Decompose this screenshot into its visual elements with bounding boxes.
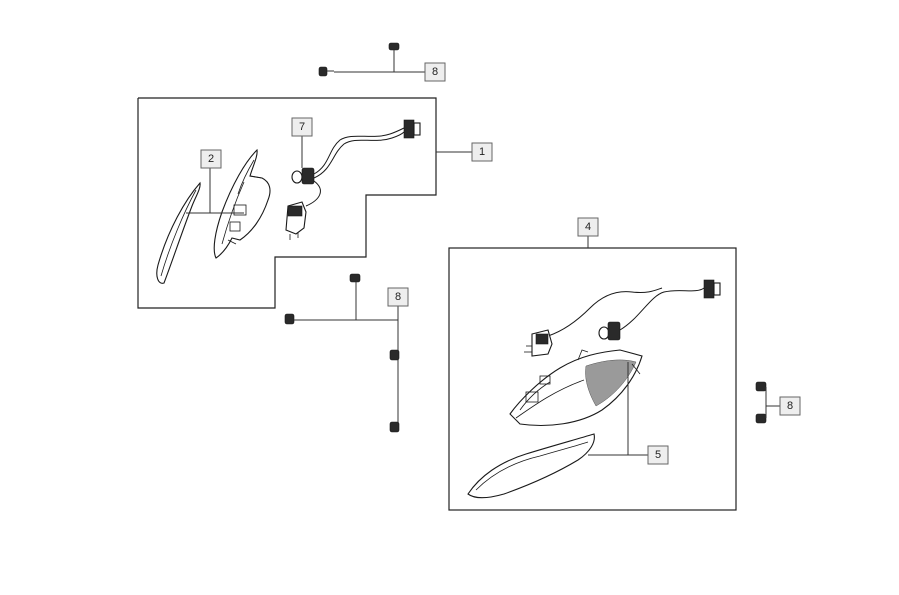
callout-8-right: 8 <box>779 396 801 416</box>
connector-plug-right <box>703 279 721 299</box>
bulb-socket-right <box>598 321 621 341</box>
lamp-housing-right <box>509 349 643 426</box>
callout-2: 2 <box>200 149 222 169</box>
callout-8-middle: 8 <box>387 287 409 307</box>
assembly-frame-4 <box>448 247 737 511</box>
lens-cover-left <box>156 181 201 284</box>
screw-mid-top <box>349 273 361 320</box>
screw-mid-lower-2 <box>389 421 400 433</box>
callout-7-label: 7 <box>299 121 305 133</box>
screw-right-top <box>755 381 767 392</box>
callout-8-middle-label: 8 <box>395 291 401 303</box>
connector-plug-left <box>403 119 421 139</box>
callout-4-label: 4 <box>585 221 591 233</box>
callout-8-top: 8 <box>424 62 446 82</box>
lens-cover-right <box>467 433 595 499</box>
screw-top-horizontal <box>318 66 334 77</box>
assembly-frame-1 <box>137 97 437 309</box>
callout-8-right-label: 8 <box>787 400 793 412</box>
wiring-harness-left <box>313 127 405 175</box>
wiring-harness-right <box>619 287 705 331</box>
callout-5-label: 5 <box>655 449 661 461</box>
screw-top-vertical <box>388 42 400 58</box>
screw-group-right <box>755 381 780 424</box>
screw-group-middle <box>284 273 400 433</box>
socket-holder-right <box>524 329 553 357</box>
callout-1: 1 <box>471 142 493 162</box>
callout-1-label: 1 <box>479 146 485 158</box>
bulb-socket-left <box>291 167 315 185</box>
callout-8-top-label: 8 <box>432 66 438 78</box>
callout-7: 7 <box>291 117 313 137</box>
screw-right-bottom <box>755 413 767 424</box>
screw-mid-left <box>284 313 398 325</box>
callout-4: 4 <box>577 217 599 237</box>
lamp-housing-left <box>213 148 271 259</box>
screw-group-top <box>318 42 425 77</box>
socket-holder-left <box>285 201 307 240</box>
callout-2-label: 2 <box>208 153 214 165</box>
screw-mid-lower-1 <box>389 349 400 361</box>
callout-5: 5 <box>647 445 669 465</box>
